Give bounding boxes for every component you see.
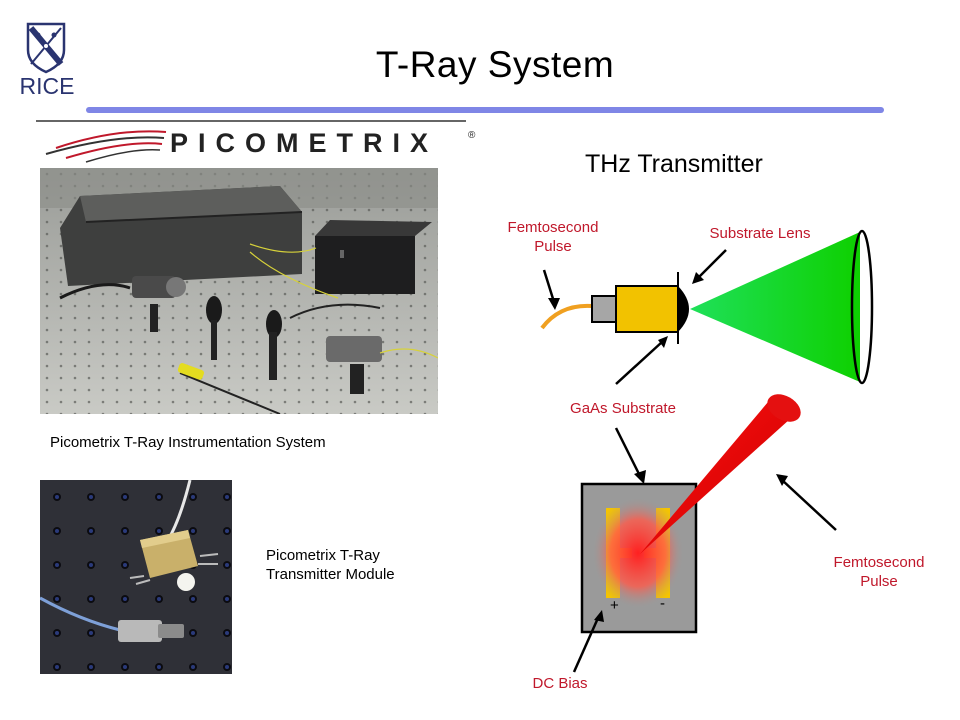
femtosecond-pulse-right-line1: Femtosecond xyxy=(833,554,925,571)
registered-mark: ® xyxy=(468,130,476,141)
transmitter-diagram xyxy=(540,229,874,385)
picometrix-logo: PICOMETRIX ® xyxy=(36,118,476,170)
arrow-femtosecond-pulse-right xyxy=(781,479,837,531)
arrowhead-femtosecond-right xyxy=(776,474,788,486)
femtosecond-pulse-top-line1: Femtosecond xyxy=(507,219,599,236)
femtosecond-pulse-top-line2: Pulse xyxy=(534,238,572,255)
arrow-substrate-lens xyxy=(697,249,727,279)
arrow-gaas-substrate xyxy=(615,341,663,385)
antenna-diagram: + - xyxy=(572,394,837,673)
fiber-connector xyxy=(591,295,617,323)
rice-logo-text: RICE xyxy=(20,73,75,98)
thz-transmitter-heading: THz Transmitter xyxy=(585,150,763,178)
gaas-crystal xyxy=(615,285,679,333)
beam-wavefront xyxy=(850,229,874,385)
rice-logo: RICE xyxy=(12,22,82,99)
minus-terminal: - xyxy=(660,595,665,612)
gaas-substrate-label: GaAs Substrate xyxy=(570,400,676,417)
transmitter-module-photo xyxy=(40,480,232,674)
femtosecond-pulse-cone xyxy=(640,402,800,554)
arrowhead-femtosecond-top xyxy=(548,298,560,310)
pulse-cone-end xyxy=(767,394,801,422)
transmitter-module-caption-line2: Transmitter Module xyxy=(266,566,395,583)
arrowhead-substrate-lens xyxy=(692,272,704,284)
pulse-spot xyxy=(592,497,684,609)
arrow-dc-bias xyxy=(572,617,600,673)
instrumentation-system-caption: Picometrix T-Ray Instrumentation System xyxy=(50,434,326,451)
substrate-lens-label: Substrate Lens xyxy=(709,225,811,242)
transmitter-module-caption-line1: Picometrix T-Ray xyxy=(266,547,380,564)
title-divider xyxy=(86,107,884,113)
arrowhead-gaas-substrate xyxy=(658,336,668,348)
rice-shield-icon: RICE xyxy=(20,22,75,99)
femtosecond-pulse-label-top: Femtosecond Pulse xyxy=(488,218,618,256)
femtosecond-pulse-label-right: Femtosecond Pulse xyxy=(814,553,944,591)
transmitter-module-caption: Picometrix T-Ray Transmitter Module xyxy=(266,546,395,584)
substrate-lens xyxy=(678,286,689,332)
thz-beam xyxy=(690,232,860,382)
instrumentation-system-photo xyxy=(40,168,438,414)
picometrix-logo-text: PICOMETRIX xyxy=(170,128,438,158)
arrow-gaas-to-chip xyxy=(614,427,642,477)
arrowhead-gaas-to-chip xyxy=(634,470,646,484)
optical-fiber xyxy=(540,303,593,330)
plus-terminal: + xyxy=(610,597,619,614)
picometrix-swoosh-icon: PICOMETRIX ® xyxy=(36,120,476,163)
dc-bias-label: DC Bias xyxy=(532,675,588,692)
arrow-femtosecond-pulse-top xyxy=(542,269,556,303)
femtosecond-pulse-right-line2: Pulse xyxy=(860,573,898,590)
arrowhead-dc-bias xyxy=(594,610,604,622)
slide-title: T-Ray System xyxy=(375,44,615,85)
